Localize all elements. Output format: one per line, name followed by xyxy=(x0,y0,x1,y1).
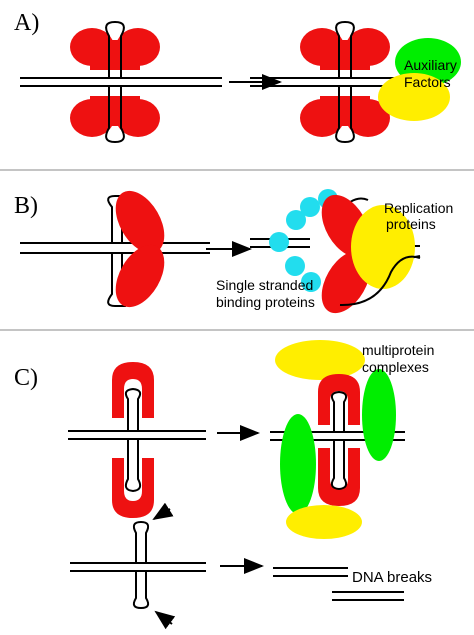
cleavage-arrow-bottom xyxy=(154,610,176,630)
ssb-protein xyxy=(285,256,305,276)
replication-label-line1: Replication xyxy=(384,200,453,216)
cleavage-arrow-top xyxy=(152,502,174,521)
panel-c-label: C) xyxy=(14,365,38,391)
multiprotein-label-line1: multiprotein xyxy=(362,342,434,358)
ssb-protein xyxy=(286,210,306,230)
panel-c-junction-left xyxy=(68,362,206,518)
panel-a-junction-right xyxy=(250,20,420,144)
multiprotein-complex-green xyxy=(362,369,396,461)
multiprotein-label-line2: complexes xyxy=(362,359,429,375)
panel-c-junction-right xyxy=(270,340,405,539)
multiprotein-complex-green xyxy=(280,414,316,514)
auxiliary-label-line2: Factors xyxy=(404,74,451,90)
ssb-label-line2: binding proteins xyxy=(216,294,315,310)
dna-breaks-lines xyxy=(273,567,404,601)
ssb-label-line1: Single stranded xyxy=(216,277,313,293)
dna-breaks-label: DNA breaks xyxy=(352,569,432,586)
multiprotein-complex-yellow xyxy=(275,340,365,380)
auxiliary-label-line1: Auxiliary xyxy=(404,57,457,73)
ssb-protein xyxy=(300,197,320,217)
panel-c-junction-bottom xyxy=(70,502,206,630)
panel-a-junction-left xyxy=(20,20,222,144)
multiprotein-complex-yellow xyxy=(286,505,362,539)
replication-label-line2: proteins xyxy=(386,216,436,232)
ssb-protein xyxy=(269,232,289,252)
auxiliary-factor-yellow xyxy=(378,73,450,121)
ssb-protein xyxy=(301,272,321,292)
panel-a-label: A) xyxy=(14,10,39,36)
panel-b-junction-left xyxy=(20,190,210,308)
panel-b-junction-right xyxy=(250,189,421,314)
replication-protein xyxy=(351,205,415,289)
panel-b-label: B) xyxy=(14,193,38,219)
